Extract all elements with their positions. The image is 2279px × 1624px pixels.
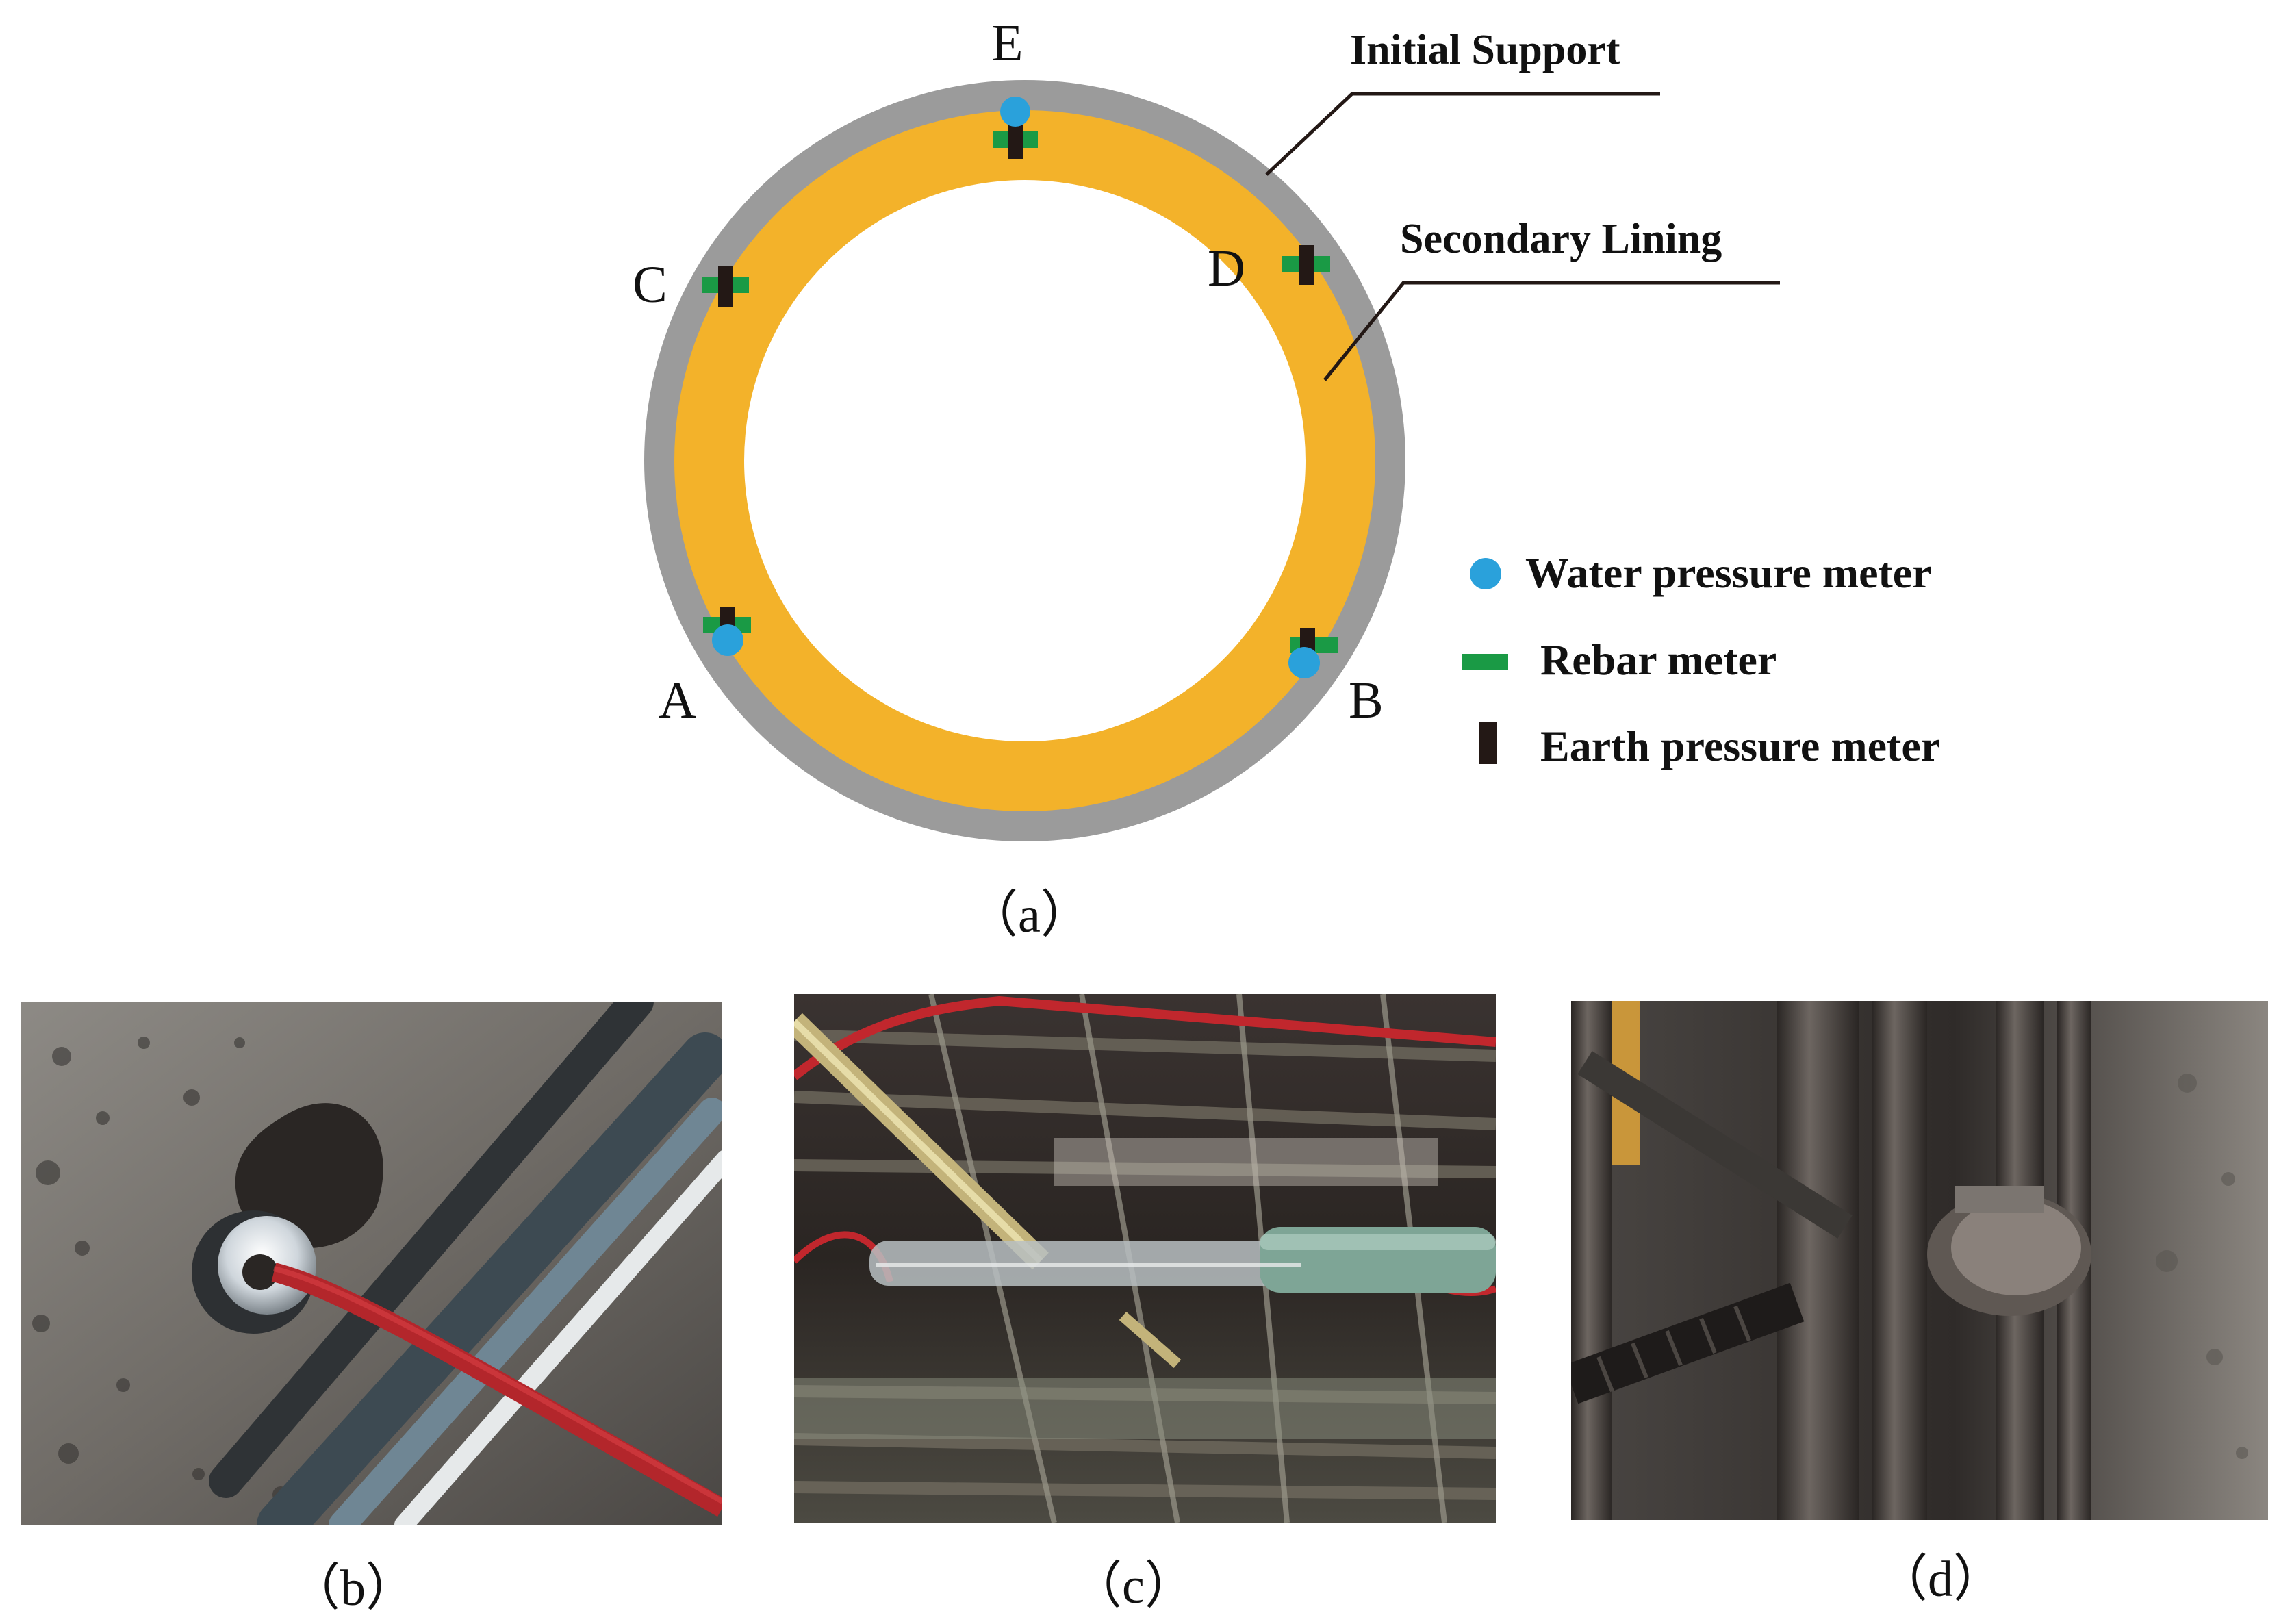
earth-pressure-meter-marker [1299,245,1314,285]
sensor-group-e [993,97,1038,159]
legend-rebar-label: Rebar meter [1540,635,1777,684]
caption-a: （a） [967,887,1091,943]
caption-d: （d） [1877,1551,2004,1608]
initial-support-label: Initial Support [1350,27,1620,73]
photo-c-rebar-meter [794,994,1496,1523]
point-label-b: B [1349,672,1384,729]
legend-water-label: Water pressure meter [1525,548,1932,597]
sensor-group-a [703,607,751,656]
legend-earth-icon [1479,722,1497,764]
secondary-lining-leader [1323,281,1780,381]
legend-rebar-icon [1462,654,1508,670]
secondary-lining-label: Secondary Lining [1400,216,1722,262]
legend-earth-label: Earth pressure meter [1540,722,1941,770]
point-label-e: E [991,14,1023,72]
earth-pressure-meter-marker [1008,125,1023,159]
point-label-c: C [633,256,667,314]
sensor-group-b [1288,628,1338,678]
tunnel-opening [744,180,1306,741]
photo-b-water-pressure-meter [21,1002,722,1525]
water-pressure-meter-marker [712,624,743,656]
water-pressure-meter-marker [1000,97,1030,127]
point-label-d: D [1208,240,1245,297]
water-pressure-meter-marker [1288,647,1320,678]
tunnel-section-diagram [644,80,1780,841]
sensor-group-d [1282,245,1330,285]
photo-d-earth-pressure-meter [1571,1001,2268,1520]
legend-water-icon [1470,558,1501,589]
point-label-a: A [659,672,696,729]
caption-b: （b） [290,1560,416,1616]
initial-support-leader [1265,92,1660,176]
caption-c: （c） [1071,1558,1195,1614]
earth-pressure-meter-marker [718,266,733,307]
sensor-group-c [702,266,749,307]
